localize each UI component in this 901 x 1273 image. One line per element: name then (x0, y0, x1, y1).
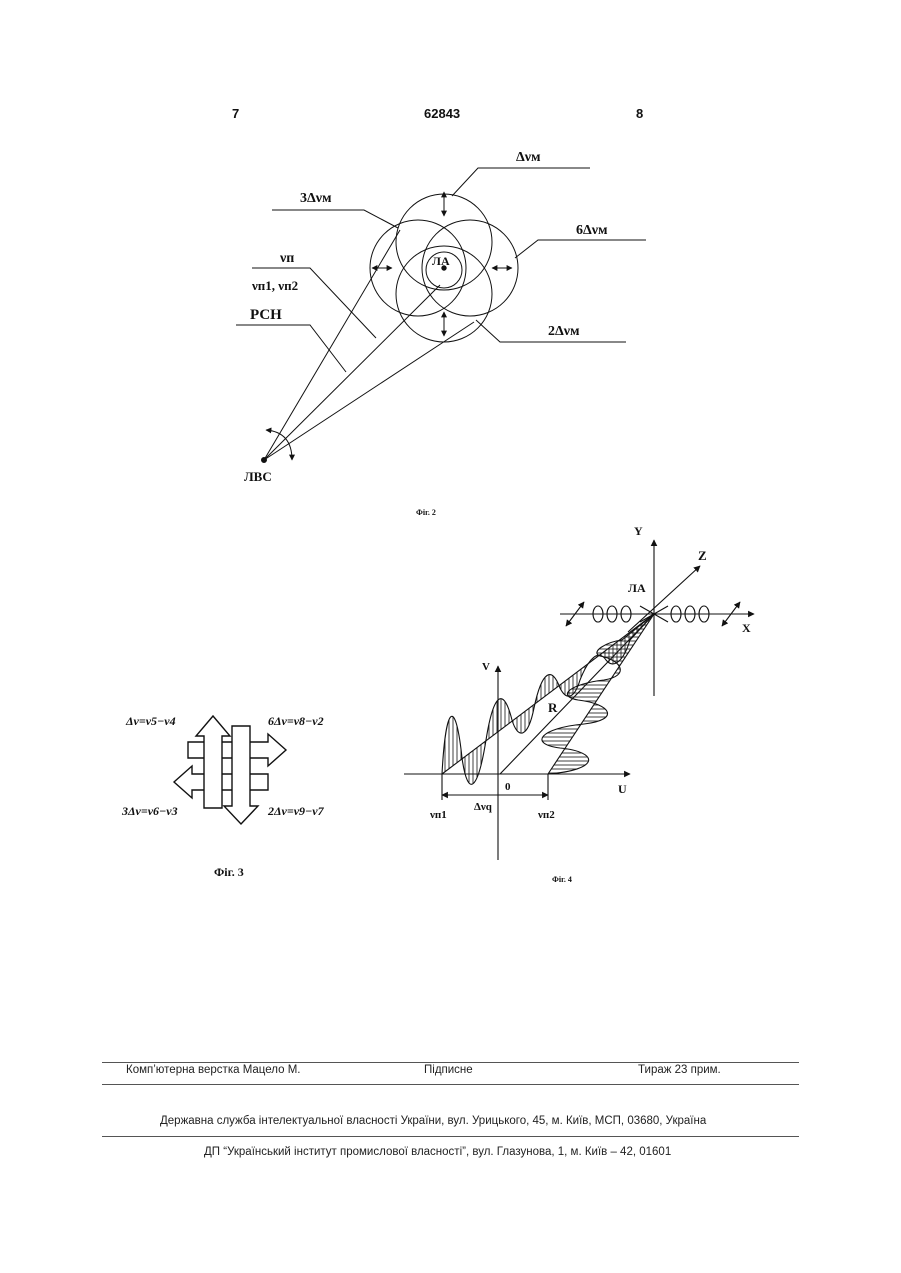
fig4-axis-x: X (742, 621, 751, 635)
fig3-label-bottom-right: 2Δν=ν9−ν7 (267, 804, 325, 818)
wave-2 (542, 614, 654, 774)
fig2-label-dnu-m: Δνм (516, 150, 541, 165)
fig3-label-bottom-left: 3Δν=ν6−ν3 (121, 804, 178, 818)
footer-circulation: Тираж 23 прим. (638, 1064, 721, 1076)
fig4-axis-u: U (618, 782, 627, 796)
figure-4 (404, 540, 754, 860)
fig4-label-nu-n1: νп1 (429, 809, 447, 821)
fig4-label-nu-n2: νп2 (537, 809, 555, 821)
footer-rule-3 (102, 1136, 799, 1137)
footer-rule-1 (102, 1062, 799, 1063)
leader-dnu-m (452, 168, 590, 196)
fig4-label-dnu-q: Δνq (474, 801, 493, 813)
fig4-axis-v: V (482, 661, 490, 673)
footer-agency: Державна служба інтелектуальної власност… (160, 1115, 706, 1127)
fig4-axis-y: Y (634, 524, 643, 538)
footer-layout: Комп’ютерна верстка Мацело М. (126, 1064, 300, 1076)
fig2-label-nu-n1-n2: νп1, νп2 (251, 278, 298, 293)
fig4-label-r: R (548, 700, 558, 715)
arrow-up (196, 716, 230, 808)
fig4-label-zero: 0 (505, 781, 511, 793)
fig4-label-la: ЛА (628, 581, 646, 595)
fig2-label-2dnu-m: 2Δνм (548, 324, 580, 339)
fig3-caption: Фіг. 3 (214, 865, 244, 879)
footer-rule-2 (102, 1084, 799, 1085)
fig2-label-lvs: ЛВС (244, 469, 272, 484)
fig2-caption: Фіг. 2 (416, 508, 436, 517)
lvs-point (262, 458, 267, 463)
footer-signed: Підписне (424, 1064, 473, 1076)
fig2-label-la: ЛА (432, 254, 450, 268)
fig2-label-rsn: РСН (250, 307, 282, 323)
footer-institute: ДП “Український інститут промислової вла… (204, 1146, 671, 1158)
fig2-label-3dnu-m: 3Δνм (300, 191, 332, 206)
fig2-label-6dnu-m: 6Δνм (576, 223, 608, 238)
leader-3dnu-m (272, 210, 398, 228)
fig2-label-nu-n: νп (279, 251, 294, 266)
ray-3 (264, 322, 474, 460)
fig4-axis-z: Z (698, 548, 707, 563)
leader-6dnu-m (515, 240, 646, 258)
fig3-label-top-right: 6Δν=ν8−ν2 (268, 714, 324, 728)
fig3-label-top-left: Δν=ν5−ν4 (125, 714, 176, 728)
fig4-caption: Фіг. 4 (552, 875, 572, 884)
figure-2 (236, 168, 646, 463)
